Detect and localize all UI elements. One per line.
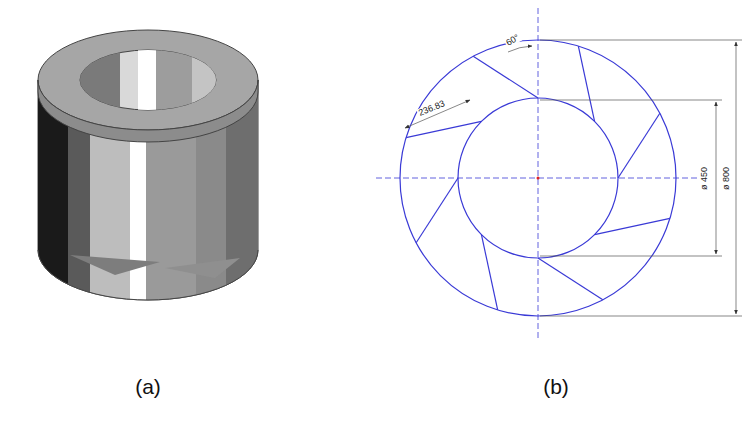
impeller-3d (38, 30, 258, 315)
center-mark (537, 177, 540, 180)
blade-line (416, 178, 458, 243)
panel-label: (a) (135, 376, 161, 397)
panel-label: (b) (543, 376, 569, 397)
dimension-label: 60° (504, 32, 522, 48)
dimension-label: ø 800 (722, 165, 731, 190)
dimension-label: ø 450 (700, 165, 709, 190)
blade-line (481, 235, 497, 310)
blade-line (538, 258, 603, 300)
blade-line (578, 46, 594, 121)
dimension-lines (405, 40, 742, 316)
impeller-drawing (376, 8, 700, 338)
blade-line (473, 56, 538, 98)
blade-line (595, 218, 670, 234)
blade-line (618, 113, 660, 178)
dimension-label: 236.83 (417, 98, 448, 117)
blade-line (406, 121, 481, 137)
